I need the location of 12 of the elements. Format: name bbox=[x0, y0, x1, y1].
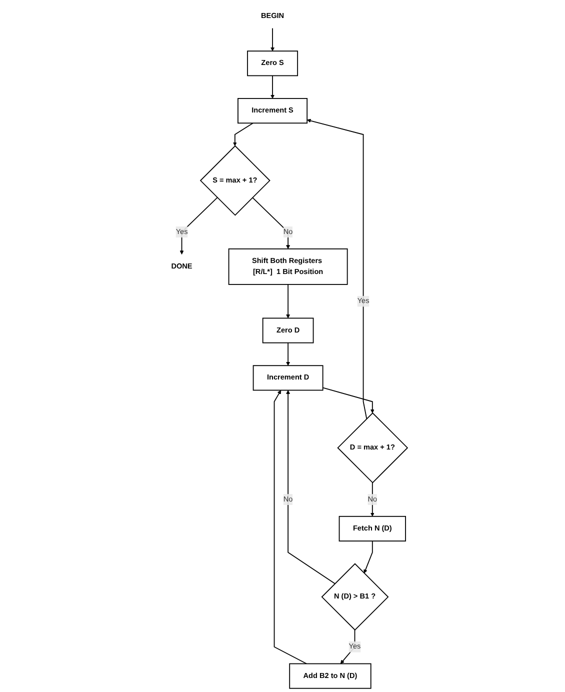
arrow bbox=[270, 28, 275, 52]
arrow bbox=[286, 342, 290, 366]
arrow bbox=[364, 540, 373, 574]
arrow bbox=[322, 387, 374, 414]
arrow bbox=[270, 75, 275, 99]
arrow bbox=[232, 122, 254, 146]
arrow bbox=[306, 118, 368, 420]
arrow bbox=[180, 197, 218, 255]
arrow bbox=[252, 197, 290, 250]
arrow bbox=[286, 284, 290, 318]
arrow bbox=[274, 390, 308, 664]
arrow bbox=[286, 390, 336, 584]
